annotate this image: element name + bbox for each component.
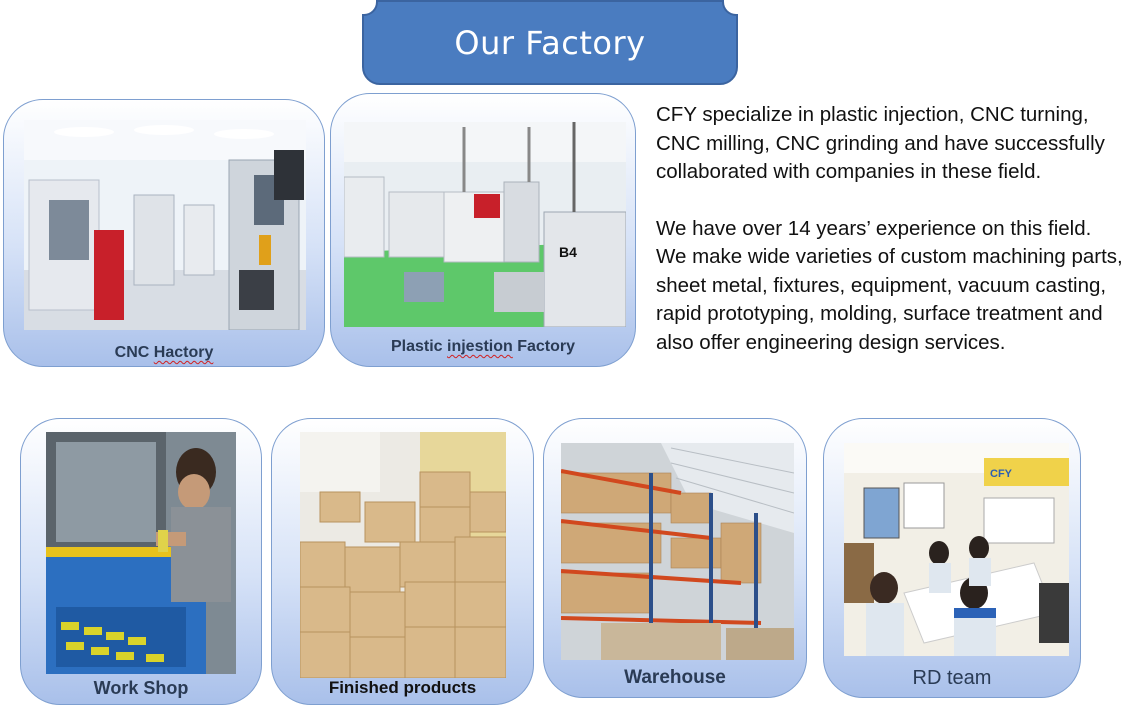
photo-rd-team: CFY	[844, 443, 1069, 656]
card-warehouse: Warehouse	[543, 418, 807, 698]
factory-description: CFY specialize in plastic injection, CNC…	[656, 101, 1126, 385]
page-title-banner: Our Factory	[362, 0, 738, 85]
caption-cnc-word: CNC	[114, 344, 154, 361]
description-paragraph-1: CFY specialize in plastic injection, CNC…	[656, 103, 1105, 183]
caption-finished-products: Finished products	[328, 678, 477, 697]
photo-work-shop	[46, 432, 236, 674]
machine-label: B4	[559, 244, 577, 260]
page-title: Our Factory	[454, 23, 646, 62]
card-finished-products: Finished products	[271, 418, 534, 705]
caption-injestion: injestion	[447, 338, 513, 355]
caption-plastic-injection: Plastic injestion Factory	[331, 338, 635, 356]
card-work-shop: Work Shop	[20, 418, 262, 705]
banner-brand: CFY	[990, 468, 1013, 480]
photo-warehouse	[561, 443, 794, 660]
caption-cnc-hactory: Hactory	[153, 344, 214, 361]
caption-rd-team: RD team	[912, 667, 992, 689]
card-cnc-factory: CNC Hactory	[3, 99, 325, 367]
card-rd-team: CFY RD team	[823, 418, 1081, 698]
photo-plastic-injection: B4	[344, 122, 626, 327]
caption-cnc-factory: CNC Hactory	[4, 344, 324, 362]
caption-plastic-word: Plastic	[390, 338, 447, 355]
caption-warehouse: Warehouse	[624, 667, 726, 688]
description-paragraph-2: We have over 14 years’ experience on thi…	[656, 216, 1123, 354]
photo-finished-products	[300, 432, 506, 678]
caption-work-shop: Work Shop	[93, 678, 189, 698]
photo-cnc-factory	[24, 120, 306, 330]
caption-factory-word: Factory	[512, 338, 576, 355]
card-plastic-injection: B4 Plastic injestion Factory	[330, 93, 636, 367]
